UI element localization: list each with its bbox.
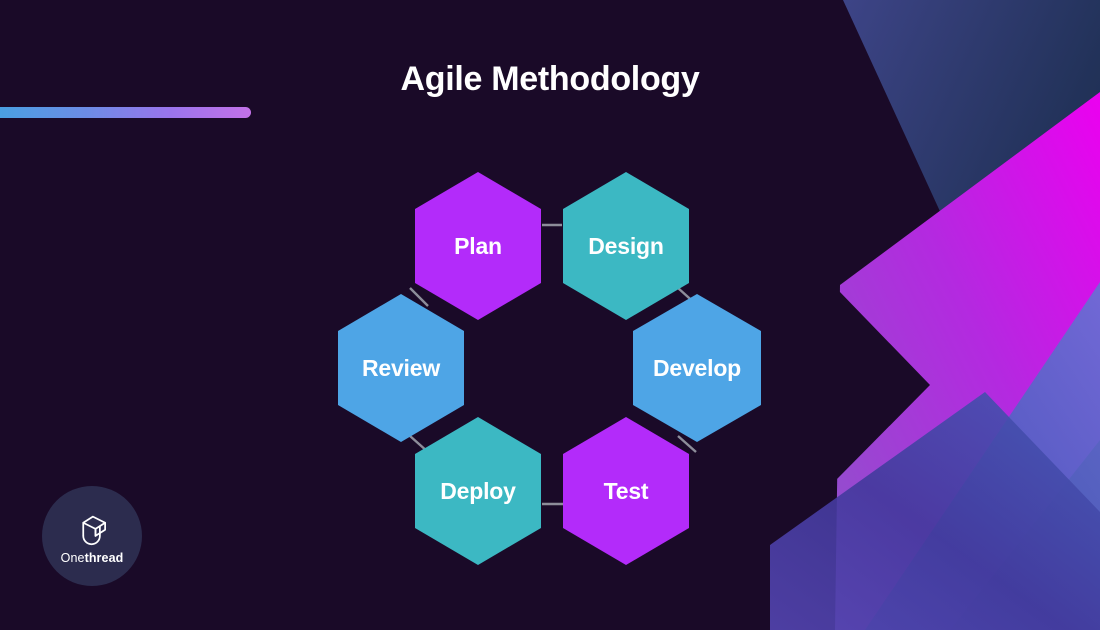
background-mask-notch (838, 290, 930, 478)
hex-step-label: Design (588, 232, 664, 259)
logo-word-thread: thread (84, 551, 124, 565)
hex-step-label: Test (603, 477, 649, 504)
logo-wordmark: Onethread (61, 551, 124, 565)
logo-word-one: One (60, 551, 85, 565)
hex-step-label: Review (361, 354, 441, 381)
hex-step-label: Plan (454, 232, 502, 259)
page-title: Agile Methodology (400, 60, 700, 98)
hex-step-label: Develop (652, 354, 742, 381)
agile-cycle-diagram: Plan Design Review Develop Deploy Test (330, 160, 780, 570)
indigo-wedge (770, 392, 1100, 630)
deep-navy-wedge (920, 255, 1100, 630)
accent-bar (0, 107, 251, 118)
onethread-logo-badge[interactable]: Onethread (42, 486, 142, 586)
hex-step-label: Deploy (440, 477, 516, 504)
connector-develop-test (677, 435, 697, 453)
magenta-chevron (835, 92, 1100, 630)
connector-review-plan (409, 287, 429, 307)
onethread-isometric-mark (82, 515, 106, 545)
periwinkle-band (865, 282, 1100, 630)
